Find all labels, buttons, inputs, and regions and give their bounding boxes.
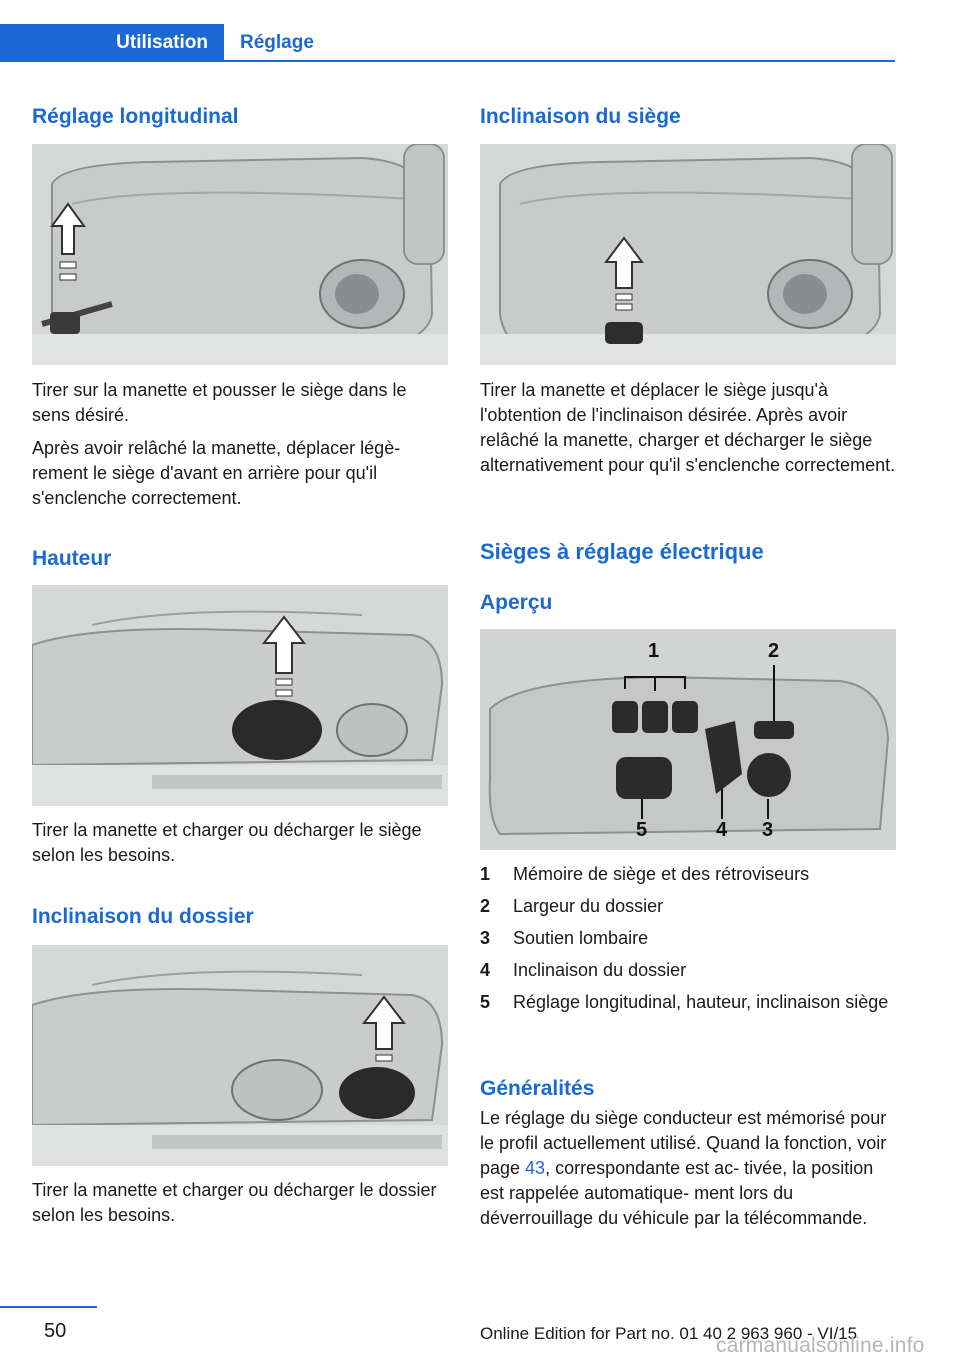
paragraph-generalites: Le réglage du siège conducteur est mémor… xyxy=(480,1108,887,1228)
figure-seat-height xyxy=(32,585,448,806)
paragraph-longitudinal-2: Après avoir relâché la manette, déplacer… xyxy=(32,438,401,508)
footer-rule xyxy=(0,1306,97,1308)
section-title-inclinaison-siege: Inclinaison du siège xyxy=(480,105,681,128)
figure-seat-incline xyxy=(480,144,896,365)
paragraph-hauteur: Tirer la manette et charger ou décharger… xyxy=(32,820,422,865)
section-title-hauteur: Hauteur xyxy=(32,547,112,570)
figure-backrest-incline xyxy=(32,945,448,1166)
paragraph-longitudinal-1: Tirer sur la manette et pousser le siège… xyxy=(32,380,407,425)
section-title-sieges-electriques: Sièges à réglage électrique xyxy=(480,539,764,564)
figure-label-3: 3 xyxy=(762,819,773,841)
page-link-43[interactable]: 43 xyxy=(525,1158,546,1178)
figure-label-4: 4 xyxy=(716,819,728,841)
figure-label-2: 2 xyxy=(768,640,779,662)
watermark: carmanualsonline.info xyxy=(716,1334,925,1357)
header-rule xyxy=(0,60,895,62)
section-title-apercu: Aperçu xyxy=(480,591,553,614)
page-number: 50 xyxy=(44,1320,67,1342)
figure-seat-longitudinal xyxy=(32,144,448,365)
section-title-generalites: Généralités xyxy=(480,1077,595,1100)
tab-utilisation[interactable]: Utilisation xyxy=(0,24,224,62)
footer-edition: Online Edition for Part no. 01 40 2 963 … xyxy=(480,1324,858,1343)
paragraph-inclinaison-dossier: Tirer la manette et charger ou décharger… xyxy=(32,1180,437,1225)
figure-label-5: 5 xyxy=(636,819,647,841)
paragraph-inclinaison-siege: Tirer la manette et déplacer le siège ju… xyxy=(480,380,896,475)
section-title-inclinaison-dossier: Inclinaison du dossier xyxy=(32,905,254,928)
figure-label-1: 1 xyxy=(648,640,659,662)
figure-electric-controls: 1 2 3 4 5 xyxy=(480,629,896,850)
section-title-reglage-longitudinal: Réglage longitudinal xyxy=(32,105,239,128)
tab-reglage[interactable]: Réglage xyxy=(240,32,314,53)
